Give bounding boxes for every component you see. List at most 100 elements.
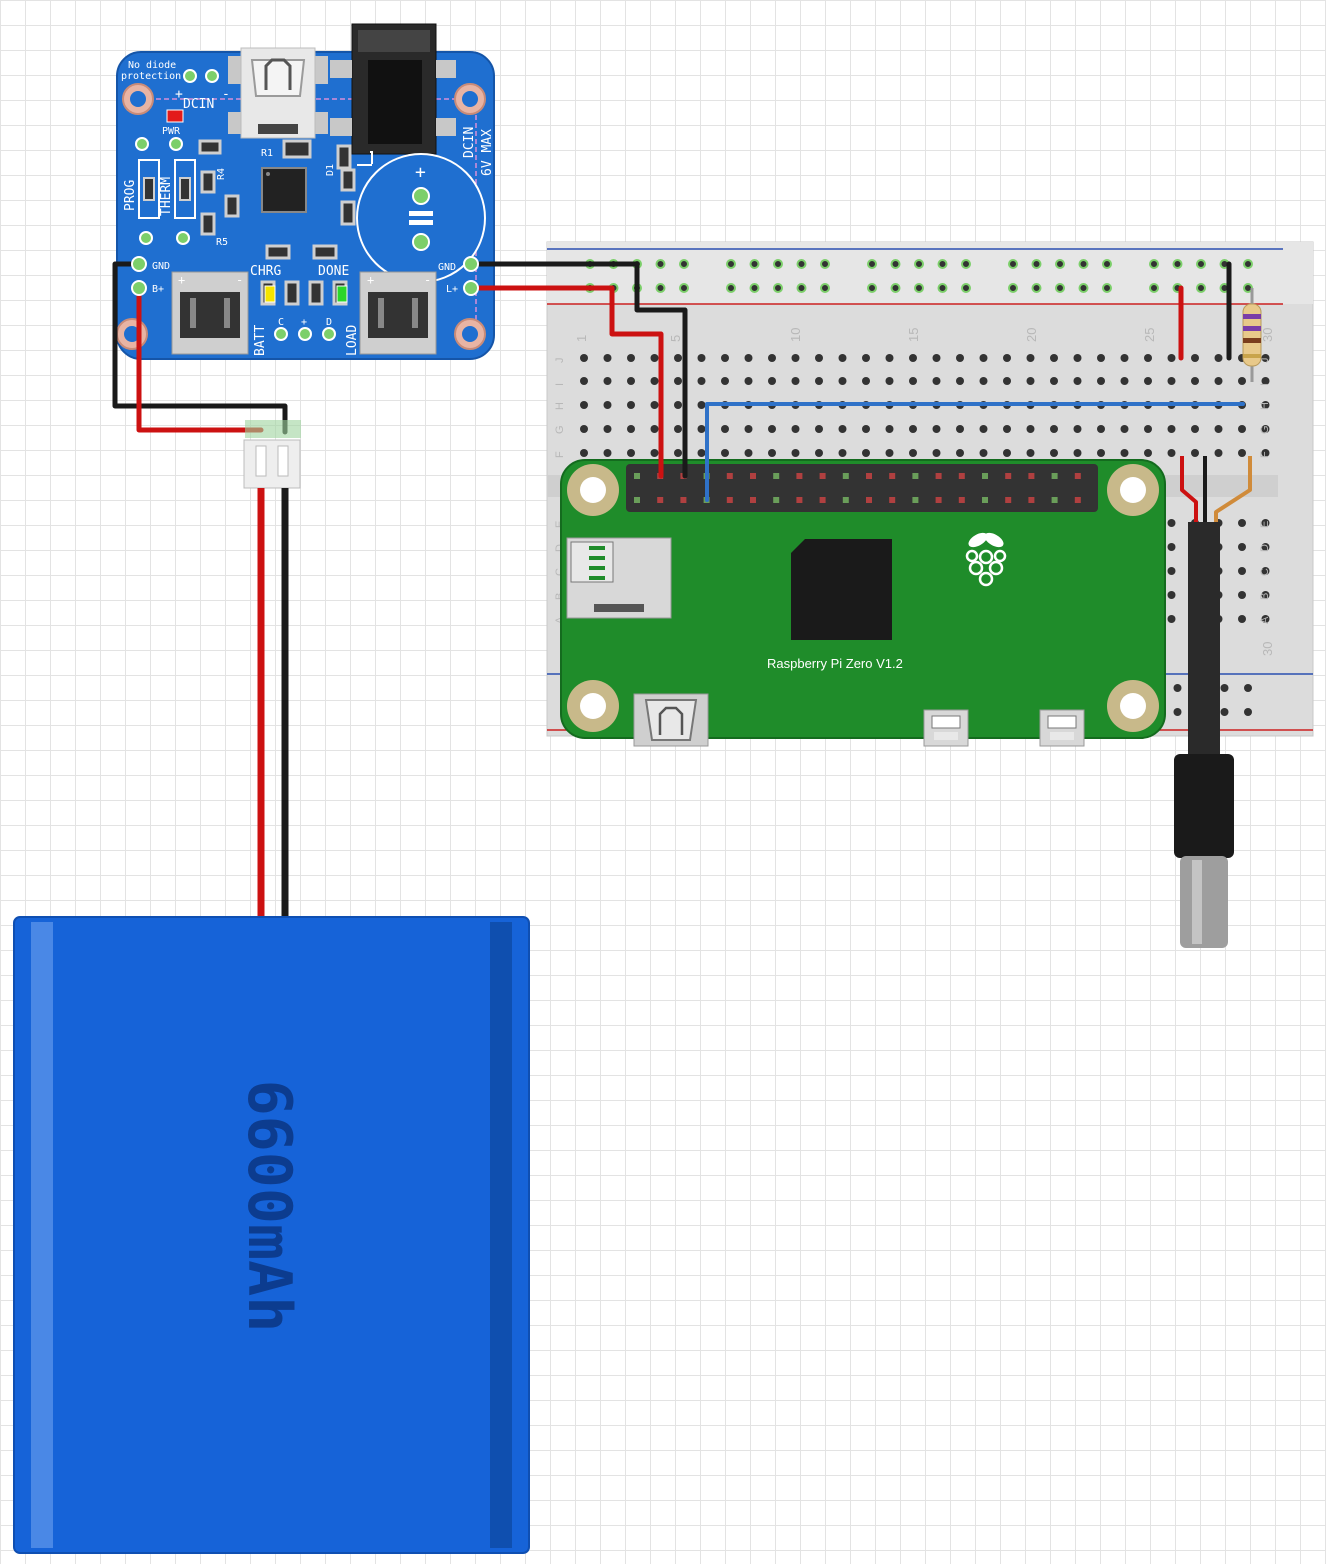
breadboard-hole bbox=[1238, 591, 1246, 599]
breadboard-hole bbox=[1261, 567, 1270, 575]
breadboard-hole bbox=[1191, 377, 1199, 385]
breadboard-hole bbox=[1073, 354, 1082, 362]
breadboard-hole bbox=[932, 377, 941, 385]
breadboard-hole bbox=[885, 425, 894, 433]
probe-tip bbox=[1180, 856, 1228, 948]
rail-hole bbox=[961, 283, 971, 293]
breadboard-hole bbox=[1120, 425, 1129, 433]
temperature-probe bbox=[1174, 456, 1252, 948]
breadboard-hole bbox=[744, 377, 753, 385]
breadboard-hole bbox=[909, 425, 917, 433]
breadboard-row-letter: F bbox=[1259, 451, 1271, 458]
gpio-pin bbox=[634, 473, 640, 479]
breadboard-hole bbox=[1214, 449, 1223, 457]
breadboard-hole bbox=[697, 449, 706, 457]
breadboard-row-letter: I bbox=[554, 383, 566, 386]
breadboard-hole bbox=[627, 401, 635, 409]
lipo-battery: 6600mAh bbox=[13, 916, 530, 1554]
breadboard-hole bbox=[1003, 354, 1011, 362]
breadboard-hole bbox=[979, 425, 988, 433]
dcin-label: DCIN bbox=[183, 97, 214, 112]
mini-usb-connector-icon bbox=[228, 47, 328, 139]
breadboard-hole bbox=[791, 449, 800, 457]
breadboard-hole bbox=[1073, 449, 1082, 457]
breadboard-hole bbox=[1120, 354, 1129, 362]
gpio-pin bbox=[1051, 497, 1058, 503]
breadboard-hole bbox=[721, 449, 729, 457]
breadboard-hole bbox=[1261, 519, 1270, 527]
column-number-10: 10 bbox=[788, 328, 803, 342]
breadboard-hole bbox=[956, 425, 964, 433]
rail-hole bbox=[1031, 283, 1042, 293]
breadboard-hole bbox=[1191, 449, 1199, 457]
breadboard-hole bbox=[744, 354, 753, 362]
breadboard-row-letter: J bbox=[554, 358, 566, 364]
breadboard-hole bbox=[1167, 449, 1176, 457]
breadboard-hole bbox=[909, 354, 917, 362]
pad-c-label: C bbox=[278, 317, 284, 328]
rail-hole bbox=[749, 259, 760, 269]
raspberry-logo-icon bbox=[965, 532, 1007, 587]
breadboard-hole bbox=[1073, 377, 1082, 385]
breadboard-hole bbox=[627, 425, 635, 433]
breadboard-hole bbox=[721, 377, 729, 385]
gpio-pin bbox=[726, 473, 733, 479]
pad-plus-label: + bbox=[301, 317, 307, 328]
breadboard-hole bbox=[1214, 377, 1223, 385]
breadboard-hole bbox=[580, 377, 588, 385]
gpio-pin bbox=[958, 473, 965, 479]
gpio-pin bbox=[958, 497, 965, 503]
rail-hole bbox=[820, 283, 830, 293]
lplus-label: L+ bbox=[446, 284, 458, 295]
rail-hole bbox=[1196, 259, 1206, 269]
breadboard-hole bbox=[1214, 354, 1223, 362]
rail-hole bbox=[1220, 708, 1229, 716]
pi-mounting-holes bbox=[567, 464, 1159, 732]
electrolytic-capacitor-icon: + bbox=[356, 151, 486, 283]
pwr-led-icon bbox=[166, 109, 184, 123]
battery-shadow bbox=[490, 922, 512, 1548]
rail-hole bbox=[726, 259, 736, 269]
breadboard-hole bbox=[1097, 354, 1105, 362]
r1-label: R1 bbox=[261, 148, 273, 159]
breadboard-hole bbox=[956, 354, 964, 362]
batt-label: BATT bbox=[253, 325, 268, 356]
chrg-led-icon bbox=[264, 285, 276, 303]
breadboard-hole bbox=[1238, 615, 1246, 623]
batt-jst-connector bbox=[171, 271, 249, 355]
data-wire-to-sensor bbox=[705, 402, 1245, 502]
breadboard-hole bbox=[674, 449, 682, 457]
rail-hole bbox=[890, 283, 901, 293]
pwr-label: PWR bbox=[162, 126, 181, 137]
probe-sleeve bbox=[1174, 754, 1234, 858]
breadboard-hole bbox=[674, 401, 682, 409]
rail-hole bbox=[1008, 283, 1018, 293]
breadboard-hole bbox=[697, 425, 706, 433]
breadboard-row-letter: G bbox=[554, 425, 566, 434]
rail-hole bbox=[773, 259, 783, 269]
gpio-pin bbox=[842, 497, 849, 503]
breadboard-wires bbox=[587, 261, 1245, 502]
pullup-resistor bbox=[1242, 288, 1262, 382]
rail-hole bbox=[1244, 708, 1252, 716]
protection-label: protection bbox=[121, 71, 181, 82]
gpio-pins bbox=[634, 473, 1081, 503]
rail-hole bbox=[1243, 259, 1253, 269]
breadboard-hole bbox=[580, 449, 588, 457]
breadboard-hole bbox=[979, 449, 988, 457]
breadboard-hole bbox=[815, 449, 823, 457]
bplus-label: B+ bbox=[152, 284, 164, 295]
gpio-pin bbox=[726, 497, 733, 503]
charger-board: + bbox=[116, 23, 495, 360]
column-number-5: 5 bbox=[668, 335, 683, 342]
rail-hole bbox=[961, 259, 971, 269]
charger-ic-chip bbox=[261, 167, 307, 213]
rail-hole bbox=[1244, 684, 1252, 692]
breadboard-hole bbox=[1167, 567, 1176, 575]
breadboard-row-letter: C bbox=[1259, 568, 1271, 576]
soc-chip bbox=[791, 539, 892, 640]
breadboard-hole bbox=[1003, 425, 1011, 433]
gpio-header bbox=[626, 464, 1098, 512]
gpio-pin bbox=[680, 497, 687, 503]
